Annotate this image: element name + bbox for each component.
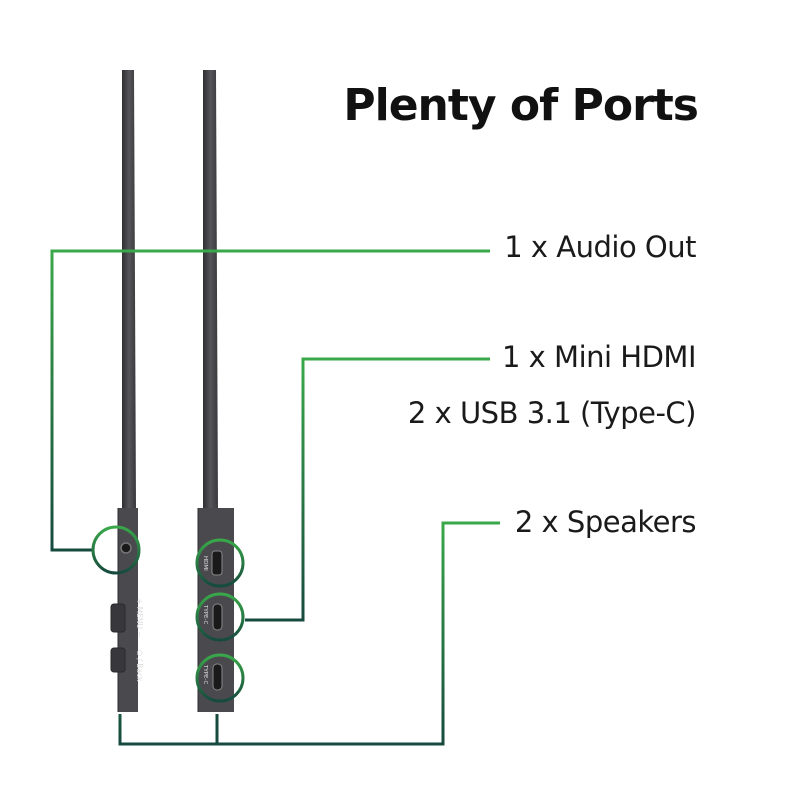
speakers-label: 2 x Speakers <box>514 505 697 539</box>
usb-c-port-1-icon <box>212 603 223 631</box>
hdmi-usb-callout-line <box>245 357 490 622</box>
menu-rocker-icon <box>110 603 126 633</box>
menu-marking: + MENU − <box>135 598 144 638</box>
usb-c-port-2-highlight <box>195 653 245 703</box>
usb-c-port-1-marking: TYPE-C <box>202 604 208 624</box>
hdmi-port-icon <box>211 550 223 576</box>
power-marking: ⏻ / Back <box>135 650 144 682</box>
audio-jack-icon <box>120 542 132 554</box>
audio-callout-line <box>50 249 490 552</box>
usb-c-port-2-marking: TYPE-C <box>202 664 208 684</box>
mini-hdmi-label: 1 x Mini HDMI <box>502 340 697 374</box>
usb-c-port-2-icon <box>212 663 223 691</box>
hdmi-port-marking: HDMI <box>202 556 208 571</box>
speakers-callout-line <box>118 521 500 746</box>
audio-port-highlight <box>91 525 141 575</box>
usb-c-label: 2 x USB 3.1 (Type-C) <box>407 396 697 430</box>
audio-out-label: 1 x Audio Out <box>504 230 696 264</box>
power-button-icon <box>110 647 126 673</box>
hdmi-port-highlight <box>195 538 245 588</box>
page-title: Plenty of Ports <box>343 80 699 131</box>
usb-c-port-1-highlight <box>195 592 245 642</box>
